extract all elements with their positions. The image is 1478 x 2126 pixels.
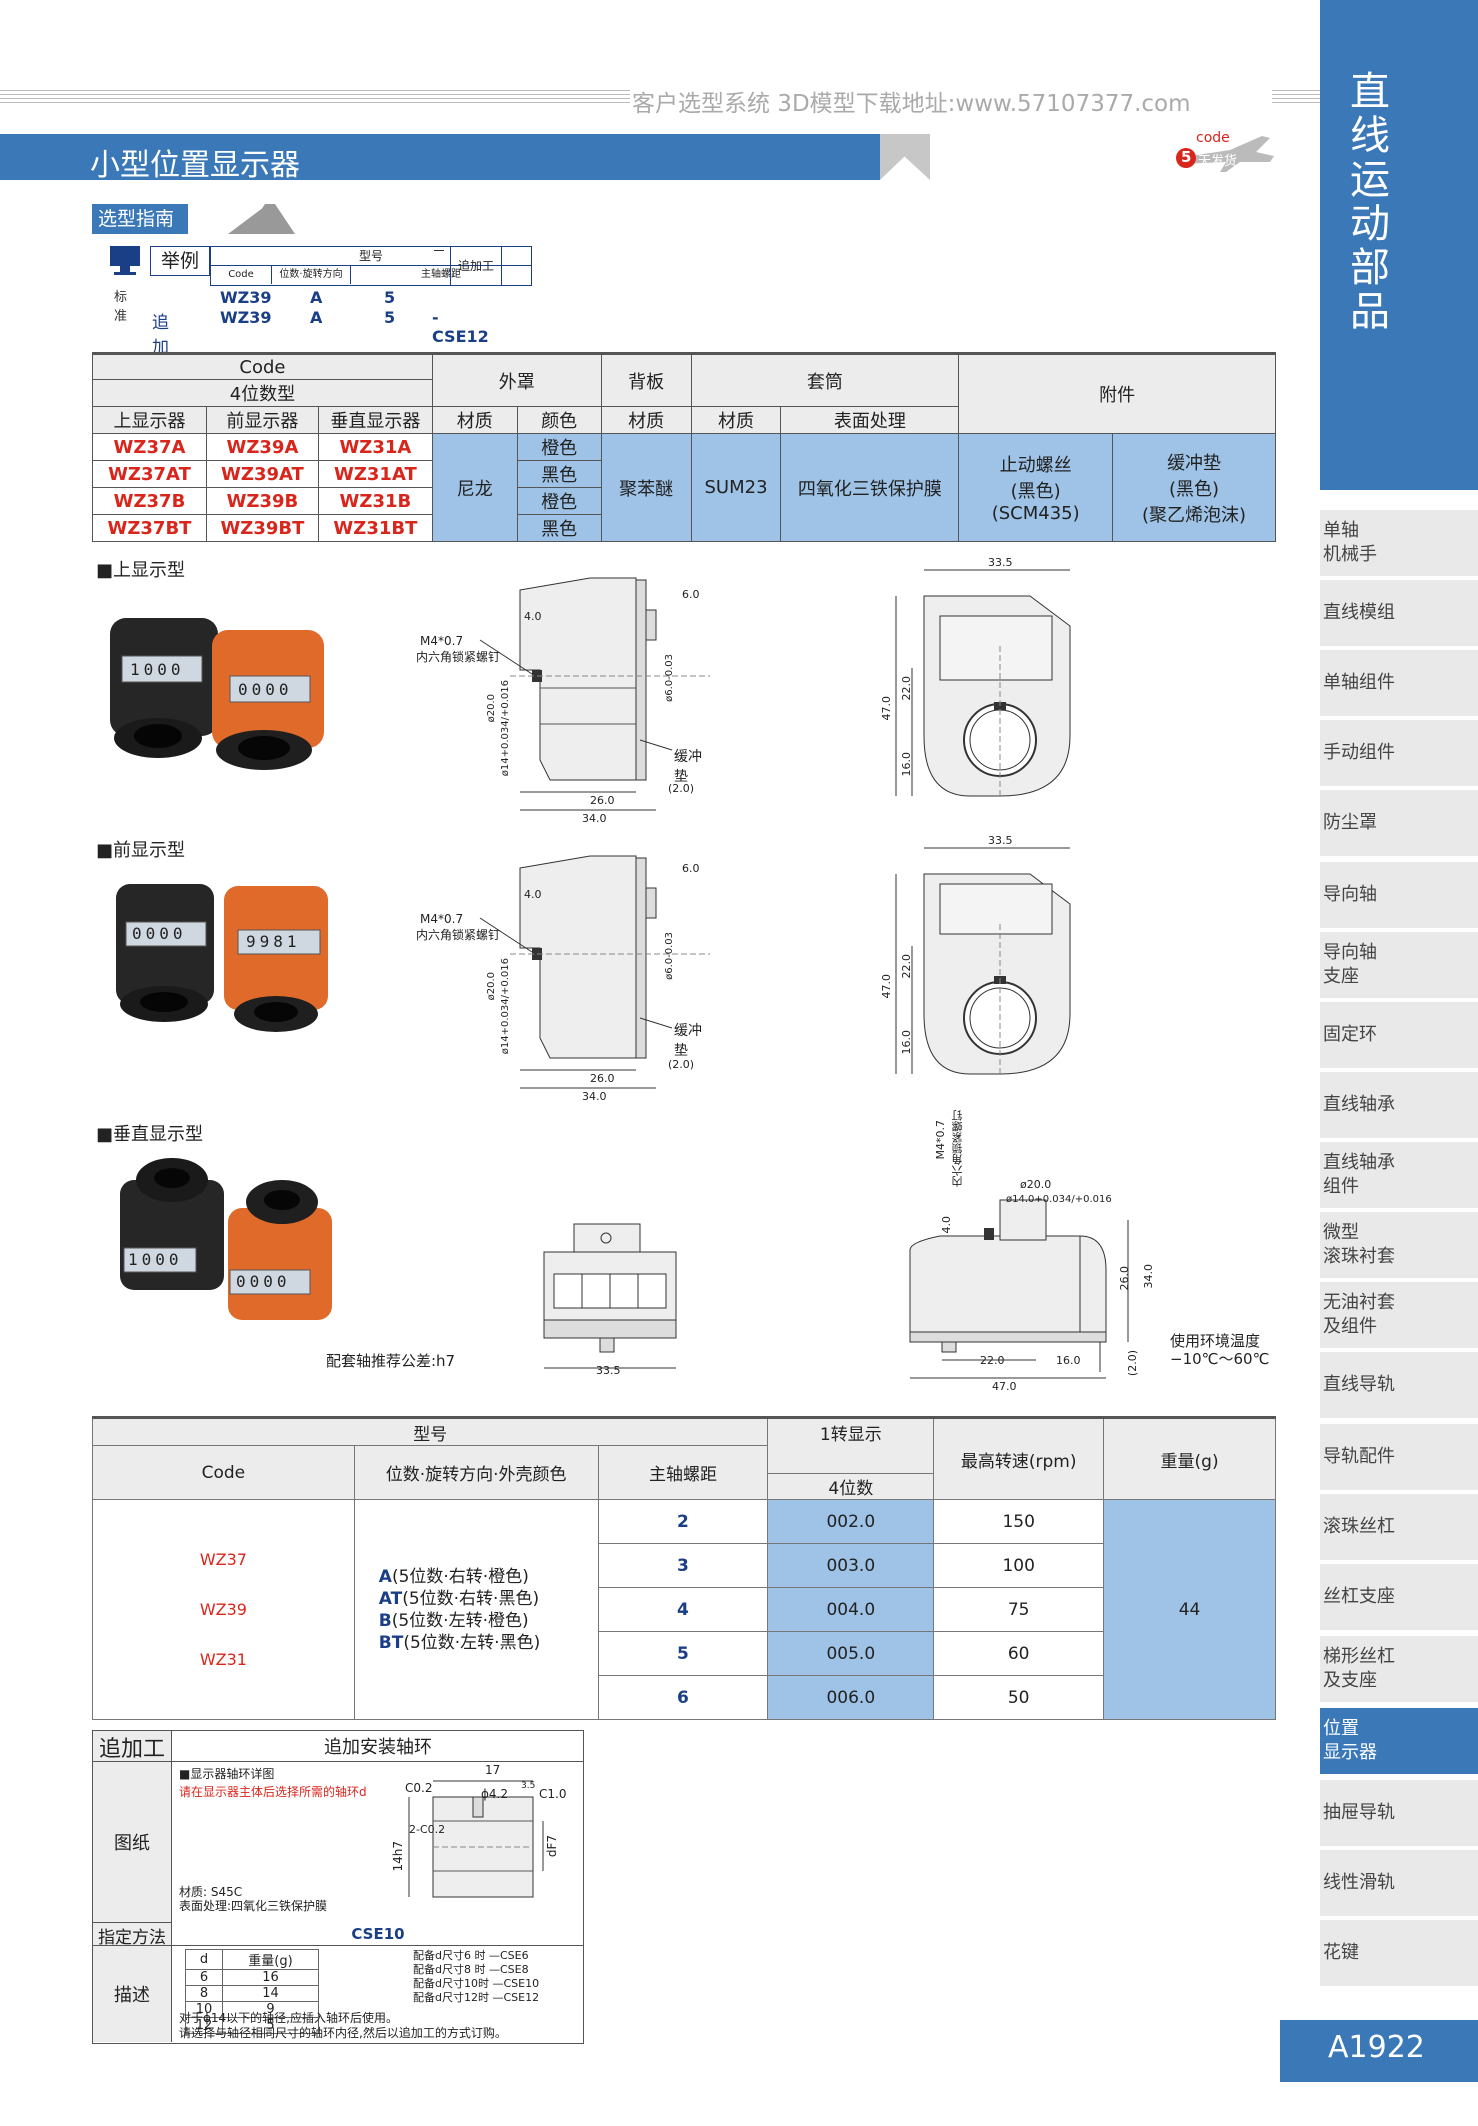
sidebar-item[interactable]: 直线导轨 (1320, 1352, 1478, 1418)
site-banner: 客户选型系统 3D模型下载地址:www.57107377.com (0, 84, 1320, 117)
site-url-text: 客户选型系统 3D模型下载地址:www.57107377.com (632, 91, 1191, 117)
collar-size-notes: 配备d尺寸6 时 —CSE6 配备d尺寸8 时 —CSE8 配备d尺寸10时 —… (413, 1949, 540, 2004)
sidebar-item-label: 花键 (1323, 1942, 1359, 1963)
sidebar-category-title: 直 线 运 动 部 品 (1320, 0, 1478, 490)
sidebar-item[interactable]: 丝杠支座 (1320, 1564, 1478, 1630)
sidebar-item-label: 导向轴支座 (1323, 942, 1377, 987)
section-vertical-type: ■垂直显示型 (96, 1124, 204, 1145)
sidebar-item-label: 单轴机械手 (1323, 520, 1377, 565)
sidebar-item-label: 导向轴 (1323, 884, 1377, 905)
title-bar: 小型位置显示器 (0, 134, 928, 183)
sidebar-item[interactable]: 无油衬套及组件 (1320, 1282, 1478, 1348)
monitor-icon (110, 246, 140, 275)
sidebar-item-label: 固定环 (1323, 1024, 1377, 1045)
sidebar-item-label: 直线轴承 (1323, 1094, 1395, 1115)
sidebar-item-label: 手动组件 (1323, 742, 1395, 763)
section-top-type: ■上显示型 (96, 560, 186, 581)
photo-vertical-display: 1000 0000 (100, 1150, 340, 1330)
delivery-badge: code 5 天发货 (1170, 130, 1280, 174)
sidebar-item[interactable]: 固定环 (1320, 1002, 1478, 1068)
sidebar-item-label: 抽屉导轨 (1323, 1802, 1395, 1823)
sidebar-item-label: 直线导轨 (1323, 1374, 1395, 1395)
env-temp-note: 使用环境温度 −10℃〜60℃ (1170, 1332, 1270, 1368)
sidebar-item-label: 直线轴承组件 (1323, 1152, 1395, 1197)
shaft-tolerance-note: 配套轴推荐公差:h7 (326, 1352, 456, 1370)
sidebar-item-label: 丝杠支座 (1323, 1586, 1395, 1607)
sidebar-item[interactable]: 直线模组 (1320, 580, 1478, 646)
extra-processing-box: 追加工 追加安装轴环 图纸 ■显示器轴环详图 请在显示器主体后选择所需的轴环d … (92, 1730, 584, 2044)
page-number: A1922 (1280, 2020, 1478, 2082)
sidebar-item[interactable]: 位置显示器 (1320, 1708, 1478, 1774)
sidebar-item-label: 微型滚珠衬套 (1323, 1222, 1395, 1267)
sidebar-item-label: 导轨配件 (1323, 1446, 1395, 1467)
sidebar-item[interactable]: 直线轴承组件 (1320, 1142, 1478, 1208)
section-front-type: ■前显示型 (96, 840, 186, 861)
sidebar-item[interactable]: 线性滑轨 (1320, 1850, 1478, 1916)
sidebar-item[interactable]: 导向轴支座 (1320, 932, 1478, 998)
model-key: 型号 Code 位数·旋转方向 主轴螺距 (210, 246, 532, 286)
sidebar-item-label: 位置显示器 (1323, 1718, 1377, 1763)
model-table: 型号 1转显示 最高转速(rpm) 重量(g) Code 位数·旋转方向·外壳颜… (91, 1416, 1276, 1720)
drawing-front-front: 33.5 47.0 22.0 16.0 (870, 834, 1100, 1094)
sidebar-item-label: 单轴组件 (1323, 672, 1395, 693)
airplane-icon (1176, 136, 1274, 172)
sidebar-item[interactable]: 导轨配件 (1320, 1424, 1478, 1490)
sidebar-item[interactable]: 梯形丝杠及支座 (1320, 1636, 1478, 1702)
sidebar-item[interactable]: 防尘罩 (1320, 790, 1478, 856)
spec-table: Code 外罩 背板 套筒 附件 4位数型 上显示器前显示器垂直显示器 材质颜色… (92, 352, 1276, 542)
photo-top-display: 1000 0000 (100, 600, 340, 780)
sidebar-item-label: 直线模组 (1323, 602, 1395, 623)
category-sidebar: 直 线 运 动 部 品 单轴机械手直线模组单轴组件手动组件防尘罩导向轴导向轴支座… (1280, 0, 1478, 2126)
sidebar-item[interactable]: 直线轴承 (1320, 1072, 1478, 1138)
drawing-front-side: 4.0 M4*0.7 内六角锁紧螺钉 6.0 ø6.0-0.03 ø20.0 ø… (416, 848, 710, 1108)
collar-drawing (408, 1780, 544, 1898)
sidebar-item[interactable]: 滚珠丝杠 (1320, 1494, 1478, 1560)
sidebar-item-label: 防尘罩 (1323, 812, 1377, 833)
sidebar-item[interactable]: 抽屉导轨 (1320, 1780, 1478, 1846)
drawing-vertical-top: 33.5 (530, 1212, 690, 1382)
drawing-top-front: 33.5 47.0 22.0 16.0 (870, 556, 1100, 816)
sidebar-item[interactable]: 导向轴 (1320, 862, 1478, 928)
drawing-vertical-side: M4*0.7 内六角锁紧螺钉 ø20.0 ø14.0+0.034/+0.016 … (880, 1110, 1160, 1400)
sidebar-item[interactable]: 单轴组件 (1320, 650, 1478, 716)
sidebar-item-label: 滚珠丝杠 (1323, 1516, 1395, 1537)
sidebar-item[interactable]: 花键 (1320, 1920, 1478, 1986)
drawing-top-side: 4.0 M4*0.7 内六角锁紧螺钉 6.0 ø6.0-0.03 ø20.0 ø… (416, 570, 710, 830)
selection-guide-tab: 选型指南 (92, 204, 189, 234)
sidebar-item[interactable]: 微型滚珠衬套 (1320, 1212, 1478, 1278)
sidebar-item[interactable]: 单轴机械手 (1320, 510, 1478, 576)
sidebar-item-label: 无油衬套及组件 (1323, 1292, 1395, 1337)
sidebar-item-label: 线性滑轨 (1323, 1872, 1395, 1893)
sidebar-item[interactable]: 手动组件 (1320, 720, 1478, 786)
page-title: 小型位置显示器 (90, 148, 300, 183)
photo-front-display: 0000 9981 (100, 876, 340, 1056)
sidebar-item-label: 梯形丝杠及支座 (1323, 1646, 1395, 1691)
